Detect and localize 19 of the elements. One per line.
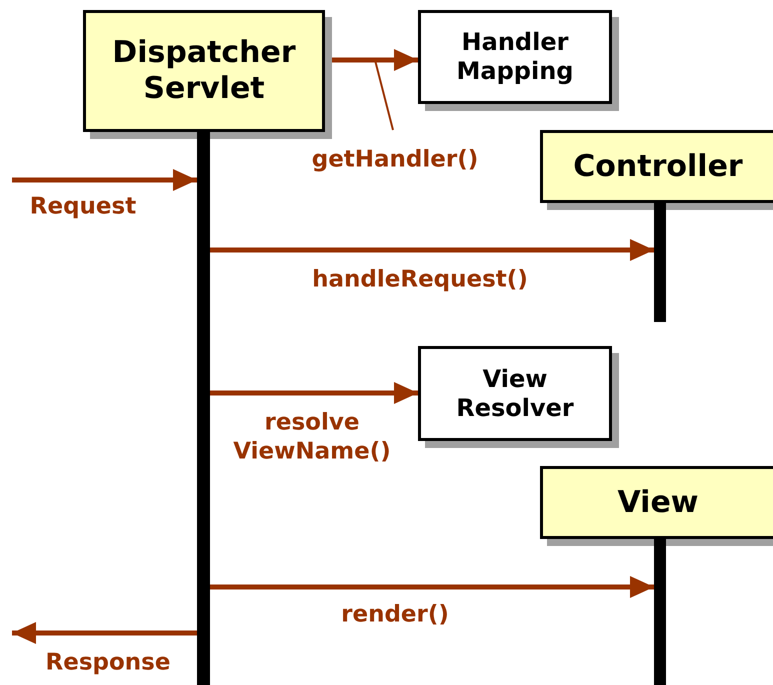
lifeline-bar <box>197 132 210 685</box>
edge-label: render() <box>340 600 450 630</box>
edge-label: handleRequest() <box>311 266 529 294</box>
edge-label: Request <box>28 192 138 222</box>
arrow <box>210 576 654 598</box>
edge-label: getHandler() <box>310 146 480 174</box>
lifeline-bar <box>654 539 666 685</box>
participant-name: Controller <box>573 148 743 184</box>
edge-label: Response <box>44 648 172 678</box>
edge-label: resolve ViewName() <box>232 408 392 466</box>
arrow <box>12 169 197 191</box>
participant-name: Dispatcher Servlet <box>111 35 297 107</box>
participant-name: Handler Mapping <box>456 28 574 86</box>
arrow <box>210 239 654 261</box>
participant-name: View Resolver <box>455 364 575 422</box>
arrow <box>210 382 418 404</box>
arrow <box>12 622 197 644</box>
lifeline-bar <box>654 203 666 322</box>
participant-name: View <box>617 484 699 520</box>
